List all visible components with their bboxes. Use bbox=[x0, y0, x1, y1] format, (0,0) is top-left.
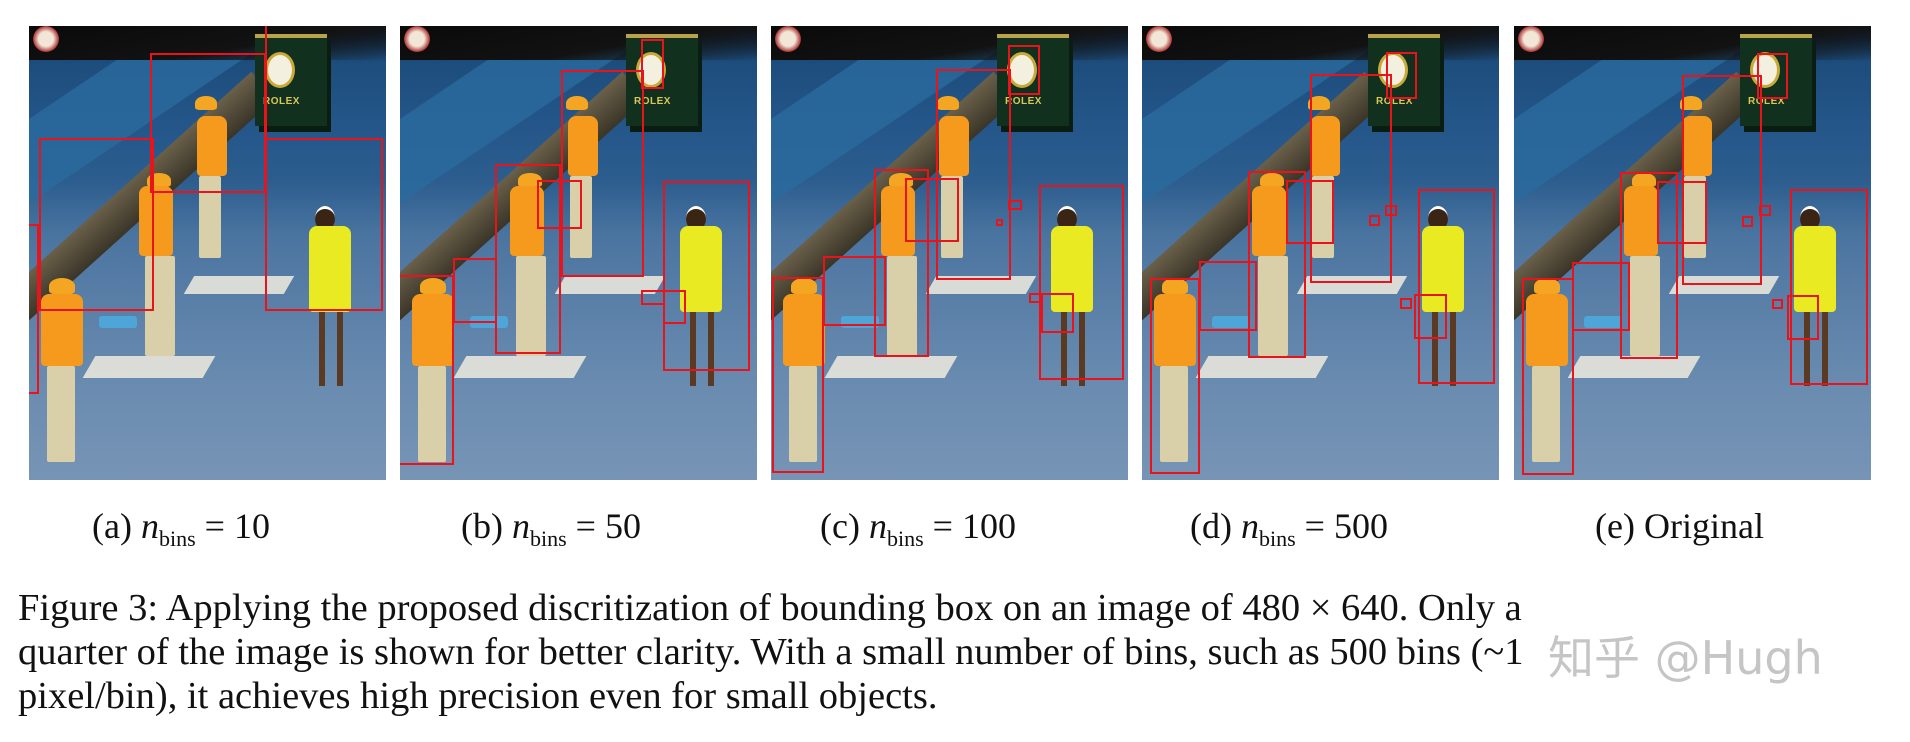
bbox bbox=[1286, 180, 1334, 244]
bbox bbox=[1620, 172, 1678, 359]
bbox bbox=[663, 181, 750, 371]
bbox bbox=[1682, 75, 1762, 285]
bbox bbox=[1248, 171, 1306, 358]
bbox bbox=[150, 53, 266, 193]
bbox bbox=[641, 290, 665, 305]
figure-panels: ROLEX ROLEX bbox=[0, 26, 1910, 480]
bbox bbox=[641, 39, 664, 89]
subcaption-b: (b) nbins = 50 bbox=[461, 506, 641, 551]
bbox bbox=[1385, 205, 1397, 216]
bbox bbox=[400, 275, 454, 465]
panel-a-image: ROLEX bbox=[29, 26, 386, 480]
bbox bbox=[1008, 45, 1040, 95]
rolex-clock: ROLEX bbox=[1740, 34, 1812, 126]
caption-line-3: pixel/bin), it achieves high precision e… bbox=[18, 675, 938, 717]
bbox bbox=[453, 258, 497, 323]
logo-icon bbox=[404, 26, 430, 52]
logo-icon bbox=[33, 26, 59, 52]
panel-e-image: ROLEX bbox=[1514, 26, 1871, 480]
bbox bbox=[1572, 262, 1630, 331]
bbox bbox=[39, 138, 154, 311]
bbox bbox=[823, 256, 886, 326]
logo-icon bbox=[1518, 26, 1544, 52]
bbox bbox=[1041, 293, 1074, 333]
bbox bbox=[1742, 216, 1753, 227]
panel-b-image: ROLEX bbox=[400, 26, 757, 480]
logo-icon bbox=[1146, 26, 1172, 52]
subcaption-c: (c) nbins = 100 bbox=[820, 506, 1016, 551]
caption-line-2: quarter of the image is shown for better… bbox=[18, 631, 1524, 673]
bbox bbox=[905, 178, 959, 242]
rolex-clock: ROLEX bbox=[255, 34, 327, 126]
bbox bbox=[996, 219, 1003, 226]
bbox bbox=[1418, 189, 1495, 384]
clock-icon bbox=[265, 52, 295, 88]
bbox bbox=[1150, 278, 1200, 474]
watermark: 知乎 @Hugh bbox=[1548, 631, 1823, 685]
rolex-clock: ROLEX bbox=[1368, 34, 1440, 126]
bbox bbox=[29, 224, 39, 394]
bbox bbox=[265, 138, 383, 311]
bbox bbox=[1199, 261, 1257, 331]
bbox bbox=[1657, 181, 1707, 244]
panel-d-image: ROLEX bbox=[1142, 26, 1499, 480]
bbox bbox=[1522, 278, 1574, 475]
bbox bbox=[1039, 185, 1124, 380]
bbox bbox=[772, 277, 824, 473]
bbox bbox=[265, 26, 267, 138]
bbox bbox=[537, 180, 582, 229]
bbox bbox=[874, 169, 929, 357]
bbox bbox=[663, 290, 686, 324]
bbox bbox=[1759, 205, 1771, 216]
bbox bbox=[1029, 293, 1041, 303]
panel-c-image: ROLEX bbox=[771, 26, 1128, 480]
bbox bbox=[1414, 294, 1447, 339]
bbox bbox=[561, 70, 644, 277]
bbox bbox=[1772, 299, 1783, 309]
bbox bbox=[1400, 298, 1412, 309]
bbox bbox=[1310, 74, 1392, 283]
caption-line-1: Figure 3: Applying the proposed discriti… bbox=[18, 587, 1522, 629]
bbox bbox=[936, 69, 1011, 280]
bbox bbox=[1787, 295, 1819, 340]
figure-caption: Figure 3: Applying the proposed discriti… bbox=[18, 586, 1898, 718]
logo-icon bbox=[775, 26, 801, 52]
bbox bbox=[1008, 200, 1022, 210]
subcaption-a: (a) nbins = 10 bbox=[92, 506, 270, 551]
bbox bbox=[1790, 189, 1868, 385]
bbox bbox=[1369, 215, 1380, 226]
subcaption-d: (d) nbins = 500 bbox=[1190, 506, 1388, 551]
subcaption-e: (e) Original bbox=[1595, 506, 1764, 546]
